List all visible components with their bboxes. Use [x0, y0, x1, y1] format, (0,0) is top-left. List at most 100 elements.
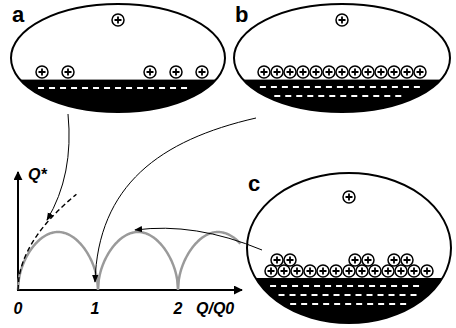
positive-charge	[414, 66, 426, 78]
plus-sign	[281, 268, 288, 275]
minus-sign	[285, 95, 291, 97]
charge-circle	[414, 66, 426, 78]
charge-circle	[271, 66, 283, 78]
positive-charge	[258, 66, 270, 78]
ellipse-shape	[11, 4, 225, 112]
minus-sign	[329, 95, 335, 97]
minus-sign	[348, 86, 354, 88]
minus-sign	[378, 303, 384, 305]
ellipse-panel: b	[233, 3, 451, 113]
minus-sign	[293, 86, 299, 88]
charge-circle	[297, 66, 309, 78]
plus-sign	[352, 69, 359, 76]
charge-circle	[258, 66, 270, 78]
positive-charge	[375, 66, 387, 78]
plus-sign	[411, 268, 418, 275]
minus-sign	[104, 87, 110, 89]
x-axis	[17, 289, 242, 291]
positive-charge	[349, 66, 361, 78]
positive-charge	[62, 66, 74, 78]
tick-label: 2	[174, 300, 183, 318]
minus-sign	[148, 87, 154, 89]
positive-charge	[343, 191, 355, 203]
positive-charge	[356, 265, 368, 277]
plus-sign	[65, 69, 72, 76]
minus-sign	[326, 86, 332, 88]
minus-sign	[307, 95, 313, 97]
minus-sign	[413, 285, 419, 287]
positive-charge	[408, 265, 420, 277]
charge-circle	[401, 66, 413, 78]
positive-charge	[284, 254, 296, 266]
minus-sign	[356, 294, 362, 296]
plus-sign	[294, 268, 301, 275]
ellipse-shape	[234, 4, 450, 112]
ellipse-shape	[247, 173, 451, 323]
plus-sign	[274, 69, 281, 76]
minus-sign	[93, 87, 99, 89]
plus-sign	[404, 69, 411, 76]
minus-sign	[312, 294, 318, 296]
charge-circle	[362, 66, 374, 78]
minus-sign	[290, 294, 296, 296]
charge-circle	[408, 265, 420, 277]
charge-circle	[349, 254, 361, 266]
minus-sign	[373, 95, 379, 97]
plot	[17, 172, 242, 291]
plus-sign	[147, 69, 154, 76]
minus-sign	[370, 86, 376, 88]
positive-charge	[278, 265, 290, 277]
minus-sign	[347, 285, 353, 287]
positive-charge	[284, 66, 296, 78]
plus-sign	[346, 268, 353, 275]
charge-circle	[278, 265, 290, 277]
charge-circle	[144, 66, 156, 78]
plus-sign	[287, 257, 294, 264]
charge-circle	[196, 66, 208, 78]
charge-circle	[330, 265, 342, 277]
minus-sign	[270, 285, 276, 287]
positive-charge	[170, 66, 182, 78]
positive-charge	[271, 66, 283, 78]
positive-charge	[112, 14, 124, 26]
charge-circle	[284, 254, 296, 266]
charge-circle	[421, 265, 433, 277]
ellipse-outline	[246, 172, 452, 324]
pointer-arrow	[135, 228, 262, 250]
charge-circle	[349, 66, 361, 78]
charge-circle	[375, 66, 387, 78]
positive-charge	[343, 265, 355, 277]
electrode-layer	[10, 14, 452, 326]
minus-sign	[279, 294, 285, 296]
plus-sign	[300, 69, 307, 76]
positive-charge	[36, 66, 48, 78]
positive-charge	[336, 66, 348, 78]
minus-sign	[359, 86, 365, 88]
positive-charge	[401, 66, 413, 78]
plus-sign	[391, 257, 398, 264]
plus-sign	[261, 69, 268, 76]
pointer-arrows	[47, 114, 262, 282]
minus-sign	[367, 303, 373, 305]
minus-sign	[170, 87, 176, 89]
minus-sign	[115, 87, 121, 89]
plus-sign	[339, 17, 346, 24]
minus-sign	[292, 285, 298, 287]
tick-label: 1	[91, 300, 100, 318]
minus-sign	[60, 87, 66, 89]
pointer-arrow	[95, 118, 256, 282]
charge-circle	[362, 254, 374, 266]
plus-sign	[417, 69, 424, 76]
minus-sign	[381, 86, 387, 88]
plus-sign	[398, 268, 405, 275]
minus-sign	[137, 87, 143, 89]
positive-charge	[401, 254, 413, 266]
positive-charge	[362, 254, 374, 266]
minus-sign	[336, 285, 342, 287]
charge-circle	[356, 265, 368, 277]
charge-circle	[382, 265, 394, 277]
minus-sign	[38, 87, 44, 89]
plus-sign	[115, 17, 122, 24]
minus-sign	[367, 294, 373, 296]
